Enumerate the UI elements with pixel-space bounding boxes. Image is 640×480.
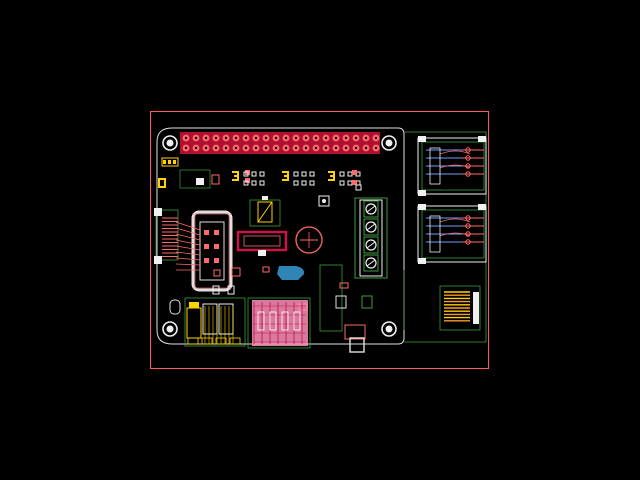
ethernet-pads bbox=[247, 297, 311, 349]
fpc-connector bbox=[439, 285, 481, 331]
mounting-hole-bl bbox=[162, 321, 178, 337]
inductor bbox=[249, 196, 281, 227]
screw-terminal-block bbox=[354, 197, 388, 279]
usb-connector-lower bbox=[417, 204, 487, 264]
mounting-hole-tr bbox=[381, 135, 397, 151]
mounting-holes bbox=[162, 135, 397, 337]
bottom-center-parts bbox=[319, 264, 373, 353]
gpio-header bbox=[180, 132, 380, 154]
mounting-hole-br bbox=[381, 321, 397, 337]
copper-pour-blue bbox=[277, 266, 305, 280]
module-footprint bbox=[175, 210, 233, 292]
board-outline bbox=[150, 111, 489, 369]
mounting-hole-tl bbox=[162, 135, 178, 151]
bottom-connector-area bbox=[169, 297, 246, 347]
electrolytic-capacitor bbox=[295, 195, 330, 254]
power-ic bbox=[236, 230, 288, 256]
jumper-pin-groups bbox=[232, 170, 362, 191]
usb-connector-upper bbox=[417, 136, 487, 196]
board-edge-silk bbox=[156, 127, 405, 345]
ribbon-connector bbox=[154, 208, 179, 264]
